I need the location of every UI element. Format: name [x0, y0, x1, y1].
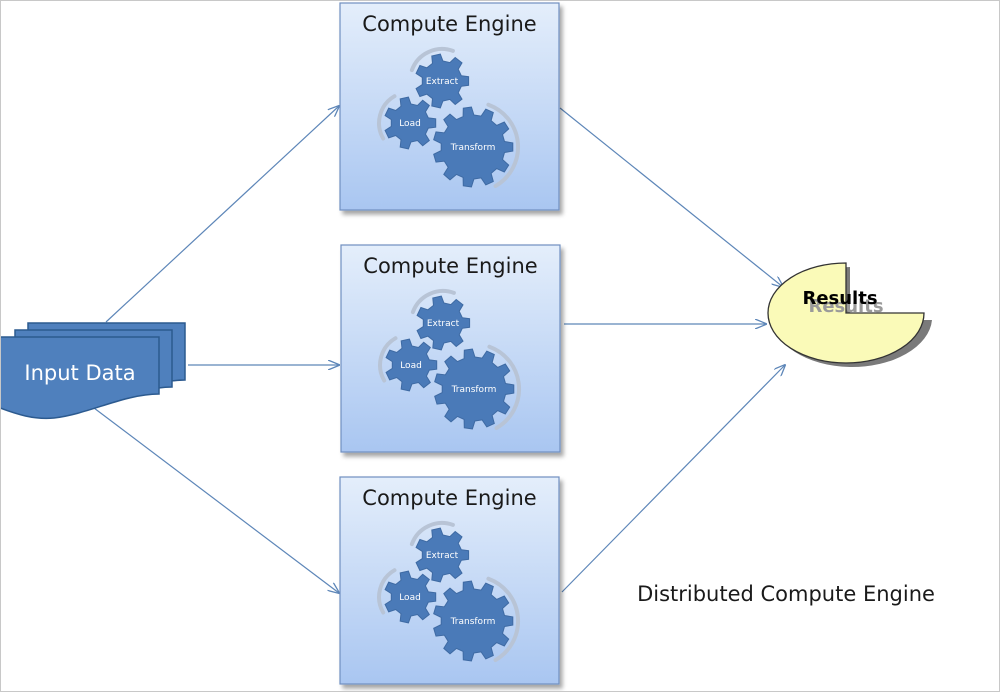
load-gear-icon — [385, 338, 438, 392]
transform-gear-label: Transform — [450, 143, 496, 153]
engines-group: Compute EngineExtractLoadTransformComput… — [339, 2, 561, 685]
results-shape: Results Results — [767, 262, 932, 367]
load-gear-label: Load — [399, 119, 421, 129]
arrow-engine-3-to-results — [561, 365, 785, 593]
results-label: Results — [802, 288, 877, 309]
transform-gear-icon — [433, 580, 514, 662]
gear-motion-arc — [409, 47, 455, 73]
load-gear-label: Load — [400, 361, 422, 371]
transform-gear-label: Transform — [451, 385, 497, 395]
extract-gear-icon — [415, 527, 470, 583]
arrow-engine-1-to-results — [559, 107, 783, 287]
load-gear-icon — [384, 96, 437, 150]
compute-engine-title: Compute Engine — [363, 254, 537, 278]
arrow-input-to-engine-3 — [93, 407, 339, 593]
transform-gear-label: Transform — [450, 617, 496, 627]
extract-gear-label: Extract — [427, 319, 460, 329]
input-doc-front — [0, 336, 160, 420]
gear-motion-arc — [378, 336, 398, 383]
results-pie — [767, 262, 925, 364]
gear-motion-arc — [486, 102, 521, 188]
transform-gear-icon — [434, 348, 515, 430]
arrow-input-to-engine-1 — [105, 106, 339, 323]
extract-gear-icon — [415, 53, 470, 109]
results-label-shadow: Results — [808, 296, 883, 317]
compute-engine-title: Compute Engine — [362, 12, 536, 36]
transform-gear-icon — [433, 106, 514, 188]
input-data-shape: Input Data — [0, 322, 186, 420]
compute-engine-title: Compute Engine — [362, 486, 536, 510]
gear-motion-arc — [410, 289, 456, 315]
load-gear-icon — [384, 570, 437, 624]
gear-motion-arc — [377, 568, 397, 615]
gear-motion-arc — [377, 94, 397, 141]
diagram-caption: Distributed Compute Engine — [637, 582, 935, 606]
input-data-label: Input Data — [24, 361, 135, 385]
load-gear-label: Load — [399, 593, 421, 603]
extract-gear-label: Extract — [426, 77, 459, 87]
extract-gear-label: Extract — [426, 551, 459, 561]
gear-motion-arc — [409, 521, 455, 547]
extract-gear-icon — [416, 295, 471, 351]
gear-motion-arc — [486, 576, 521, 662]
gear-motion-arc — [487, 344, 522, 430]
